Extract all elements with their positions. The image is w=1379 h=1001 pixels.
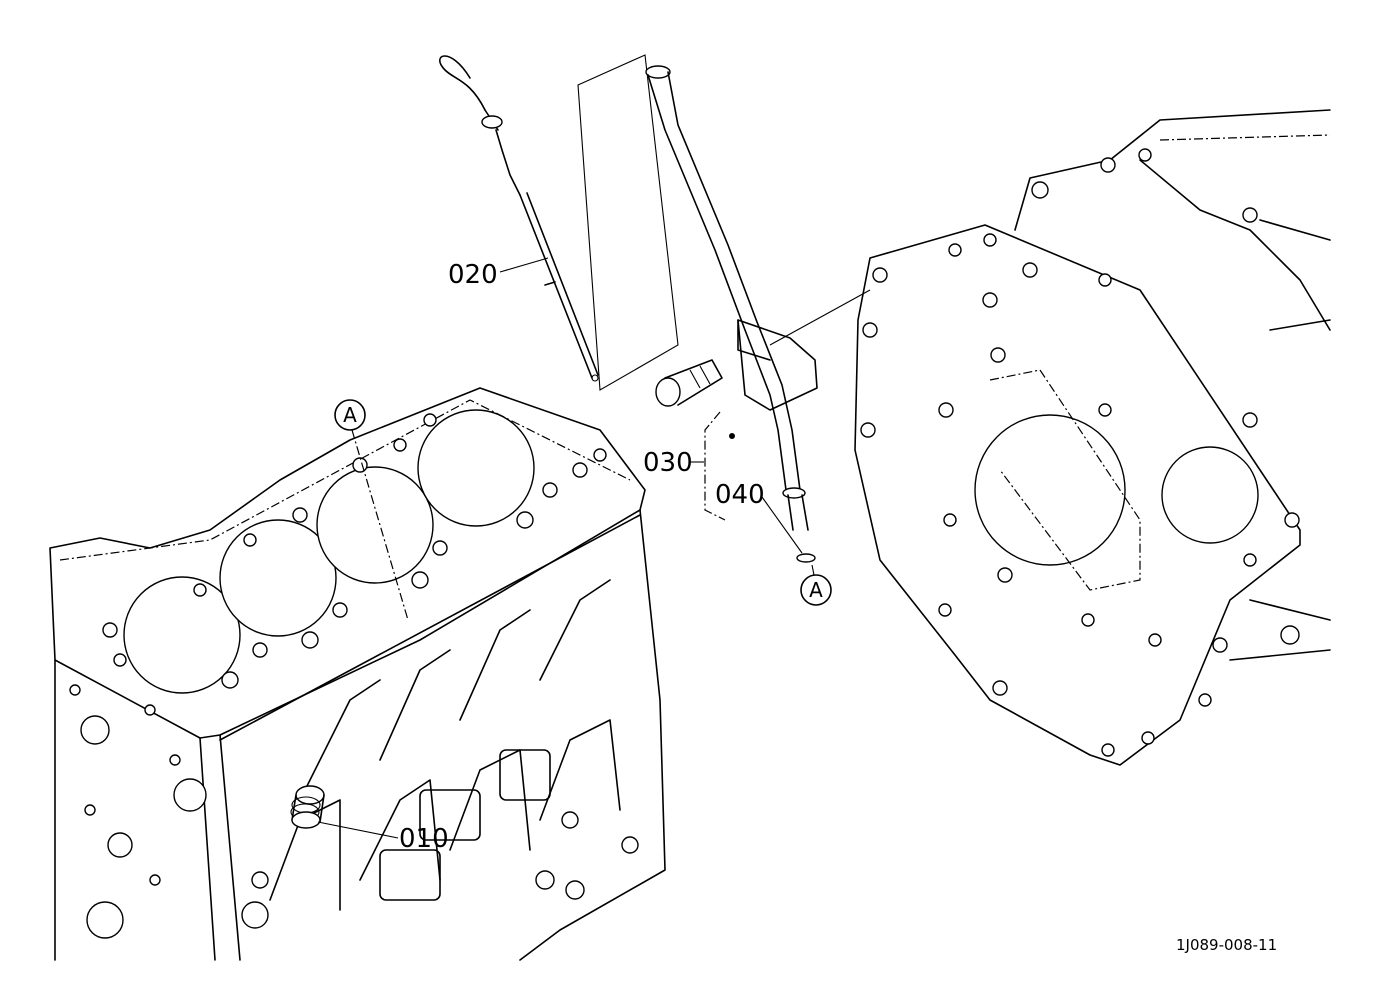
dipstick-020 xyxy=(439,54,679,391)
ref-circle-a-top: A xyxy=(334,399,366,431)
callout-030: 030 xyxy=(643,448,693,478)
ref-a-bottom-label: A xyxy=(809,578,823,602)
callout-020: 020 xyxy=(448,260,498,290)
engine-block xyxy=(49,387,666,961)
leader-lines xyxy=(317,257,871,839)
ref-a-top-label: A xyxy=(343,403,357,427)
callout-010: 010 xyxy=(399,824,449,854)
bolt xyxy=(655,359,723,407)
ref-circle-a-bottom: A xyxy=(800,574,832,606)
callout-040: 040 xyxy=(715,480,765,510)
guide-tube-030 xyxy=(645,65,818,563)
plug-010 xyxy=(290,785,325,829)
flywheel-housing xyxy=(854,109,1331,766)
drawing-code: 1J089-008-11 xyxy=(1176,936,1277,954)
